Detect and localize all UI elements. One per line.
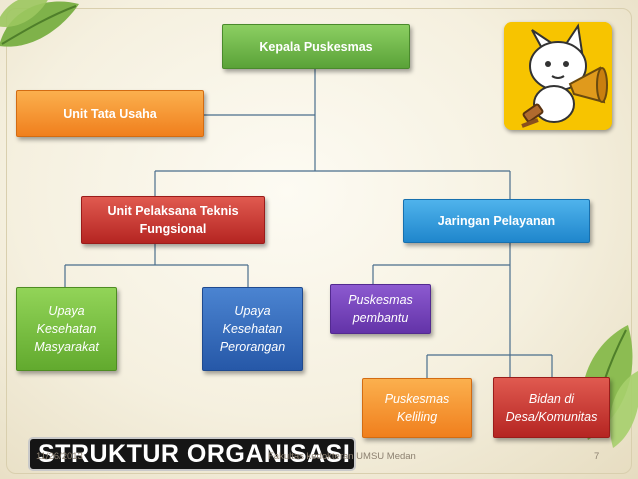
- mobile-clinic-label: Puskesmas Keliling: [384, 392, 450, 424]
- functional-unit-box: Unit Pelaksana Teknis Fungsional: [81, 196, 265, 244]
- functional-unit-label: Unit Pelaksana Teknis Fungsional: [107, 204, 239, 236]
- sub-clinic-label: Puskesmas pembantu: [348, 293, 413, 325]
- slide-title: STRUKTUR ORGANISASI: [28, 437, 356, 471]
- service-network-box: Jaringan Pelayanan: [403, 199, 590, 243]
- community-health-box: Upaya Kesehatan Masyarakat: [16, 287, 117, 371]
- individual-health-box: Upaya Kesehatan Perorangan: [202, 287, 303, 371]
- admin-unit-label: Unit Tata Usaha: [63, 106, 157, 121]
- service-network-label: Jaringan Pelayanan: [437, 214, 556, 228]
- leaf-icon: [0, 0, 79, 47]
- footer-source: Fakultas kedokteran UMSU Medan: [268, 451, 416, 462]
- mobile-clinic-box: Puskesmas Keliling: [362, 378, 472, 438]
- footer-page-number: 7: [594, 451, 600, 462]
- community-health-label: Upaya Kesehatan Masyarakat: [34, 304, 99, 354]
- footer-date: 11/26/2013: [36, 451, 83, 462]
- admin-unit-box: Unit Tata Usaha: [16, 90, 204, 137]
- head-label: Kepala Puskesmas: [259, 39, 373, 54]
- cartoon-cat-megaphone-icon: [504, 22, 612, 130]
- village-midwife-label: Bidan di Desa/Komunitas: [505, 391, 598, 424]
- head-box: Kepala Puskesmas: [222, 24, 410, 69]
- slide-frame: [6, 8, 632, 474]
- village-midwife-box: Bidan di Desa/Komunitas: [493, 377, 610, 438]
- individual-health-label: Upaya Kesehatan Perorangan: [219, 304, 286, 354]
- sub-clinic-box: Puskesmas pembantu: [330, 284, 431, 334]
